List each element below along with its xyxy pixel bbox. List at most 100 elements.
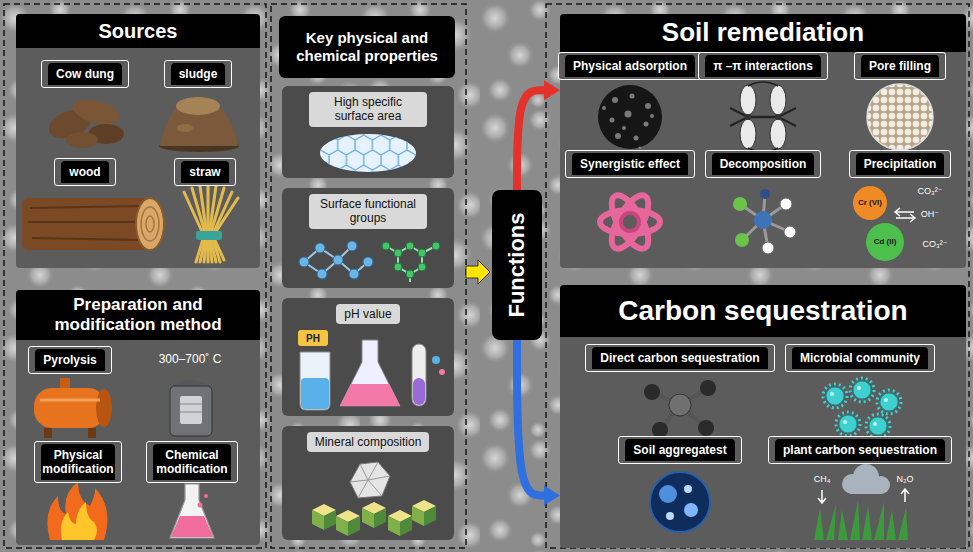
adsorption-picture — [630, 94, 635, 99]
ph-glassware-picture — [298, 330, 328, 346]
item-label-box: Direct carbon sequestration — [585, 344, 774, 372]
decomposition-molecule-picture — [735, 233, 749, 247]
section-panel: Carbon sequestrationDirect carbon seques… — [560, 285, 966, 548]
functional-group-picture — [406, 270, 414, 278]
pi-pi-orbital-picture — [740, 85, 756, 115]
adsorption-picture — [644, 122, 649, 127]
soil-aggregate-picture — [684, 503, 698, 517]
item-label: Precipitation — [856, 153, 945, 175]
item-label: Cow dung — [48, 63, 122, 85]
decomposition-molecule-picture — [760, 189, 770, 199]
item-label-box: Decomposition — [705, 150, 822, 178]
property-card: pH value — [282, 298, 454, 416]
flask-picture — [171, 516, 213, 537]
straw-picture — [200, 186, 207, 262]
fire-picture — [61, 502, 97, 540]
adsorption-picture — [598, 85, 662, 149]
functional-group-picture — [382, 242, 440, 278]
microbe-picture — [850, 378, 874, 402]
figure-label: OH⁻ — [921, 210, 939, 220]
dashed-frame — [546, 4, 969, 548]
item-label-box: plant carbon sequestration — [768, 436, 952, 464]
property-card: High specific surface area — [282, 86, 454, 178]
adsorption-picture — [610, 118, 615, 123]
property-card: Surface functional groups — [282, 188, 454, 288]
plant-carbon-picture — [818, 490, 826, 503]
functional-group-picture — [299, 257, 309, 267]
flask-picture — [170, 484, 214, 538]
item-label: Decomposition — [712, 153, 815, 175]
item-label: π –π interactions — [705, 55, 821, 77]
item-label: Physical adsorption — [565, 55, 695, 77]
adsorption-picture — [650, 114, 654, 118]
adsorption-picture — [634, 136, 639, 141]
item-label-box: Pore filling — [854, 52, 946, 80]
pi-pi-orbital-picture — [775, 114, 781, 120]
carbon-molecule-picture — [644, 380, 716, 438]
section-panel: SourcesCow dungsludgewoodstraw — [16, 14, 260, 268]
property-title: pH value — [336, 304, 399, 324]
mineral-crystal-picture — [336, 510, 360, 536]
functions-text: Functions — [504, 212, 530, 317]
functional-group-picture — [394, 249, 402, 257]
adsorption-picture — [602, 94, 654, 150]
item-label: plant carbon sequestration — [775, 439, 945, 461]
figure-label: Cd (II) — [874, 238, 897, 247]
ph-glassware-picture — [412, 344, 426, 406]
reactor-vessel-picture — [170, 380, 212, 436]
synergy-loops-picture — [605, 190, 656, 254]
plant-carbon-picture — [886, 510, 896, 540]
item-label: Pore filling — [861, 55, 939, 77]
pyrolysis-machine-picture — [96, 389, 112, 427]
panel-title: Soil remediation — [560, 14, 966, 52]
functional-group-picture — [349, 269, 359, 279]
ph-glassware-picture — [439, 369, 445, 375]
ph-glassware-picture — [298, 330, 445, 410]
property-title: Mineral composition — [307, 432, 430, 452]
panel-ground — [560, 285, 966, 548]
wood-log-picture — [22, 198, 152, 250]
functional-group-picture — [317, 269, 327, 279]
reactor-vessel-picture — [180, 404, 202, 412]
functional-group-picture — [299, 241, 373, 279]
mineral-crystal-picture — [350, 462, 390, 498]
section-panel: Preparation and modification methodPyrol… — [16, 290, 260, 545]
carbon-molecule-picture — [669, 394, 691, 416]
precipitation-picture — [853, 186, 887, 220]
synergy-loops-picture — [600, 190, 660, 254]
flow-arrow — [517, 340, 544, 495]
pyrolysis-machine-picture — [44, 428, 52, 438]
item-label-box: straw — [174, 158, 235, 186]
carbon-molecule-picture — [698, 420, 714, 436]
adsorption-picture — [625, 111, 632, 118]
reactor-vessel-picture — [170, 386, 212, 436]
item-label: Chemical modification — [153, 444, 231, 481]
precipitation-picture — [895, 208, 915, 222]
plant-carbon-picture — [814, 508, 824, 540]
ph-glassware-picture — [340, 340, 400, 406]
decomposition-molecule-picture — [754, 211, 772, 229]
straw-picture — [207, 186, 210, 262]
panel-title: Preparation and modification method — [16, 290, 260, 340]
item-label-box: π –π interactions — [698, 52, 828, 80]
plant-carbon-picture — [901, 489, 909, 502]
wood-log-picture — [141, 207, 159, 241]
soil-aggregate-picture — [650, 472, 710, 532]
pi-pi-orbital-picture — [770, 85, 786, 115]
item-label: Pyrolysis — [35, 349, 104, 371]
functional-group-picture — [394, 263, 402, 271]
soil-aggregate-picture — [666, 512, 674, 520]
functional-group-picture — [363, 257, 373, 267]
section-panel: Soil remediationPhysical adsorption π –π … — [560, 14, 966, 268]
functional-group-picture — [315, 243, 325, 253]
figure-label: PH — [306, 333, 320, 344]
flow-arrow — [517, 90, 544, 190]
honeycomb-picture — [318, 132, 418, 174]
item-label: Synergistic effect — [572, 153, 688, 175]
functional-group-picture — [432, 242, 440, 250]
decomposition-molecule-picture — [733, 189, 796, 254]
pi-pi-orbital-picture — [770, 119, 786, 149]
